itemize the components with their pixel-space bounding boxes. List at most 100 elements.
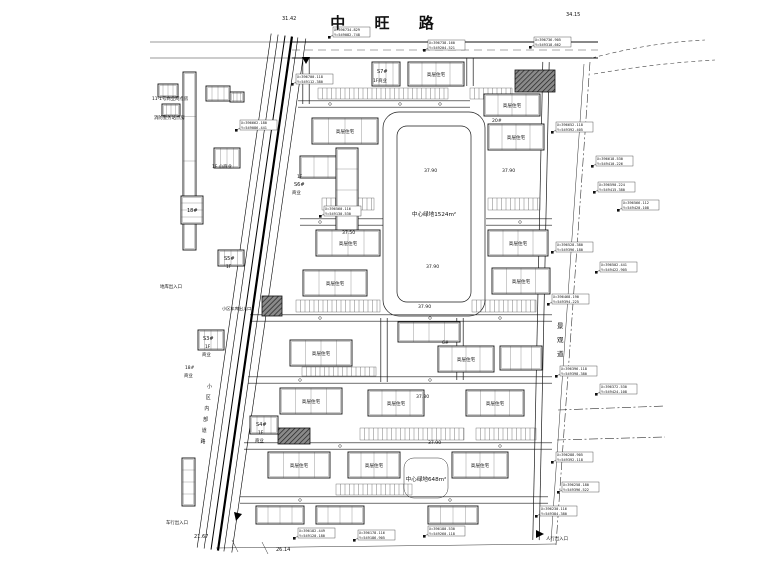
marker-y: Y=549204.521 <box>429 46 455 50</box>
entrance-marker <box>536 530 544 538</box>
annotation-label: 人行出入口 <box>546 535 568 542</box>
building-label: 高层住宅 <box>290 462 309 469</box>
marker-y: Y=549398.380 <box>561 372 587 376</box>
building <box>315 505 365 525</box>
parking-row <box>301 366 377 377</box>
utility-dot <box>298 378 302 382</box>
marker-y: Y=549260.118 <box>429 532 455 536</box>
coordinate-markers-layer: X=396734.829Y=549082.748X=396738.160Y=54… <box>235 26 660 542</box>
internal-road <box>298 100 470 108</box>
hatched-structure <box>277 427 311 445</box>
marker-x: X=396560.116 <box>325 207 351 211</box>
green-area-2-label: 中心绿地648m² <box>406 475 447 483</box>
marker-y: Y=549384.380 <box>541 512 567 516</box>
annotation-label: S7# <box>377 69 388 75</box>
green-area-1-label: 中心绿地1524m² <box>412 210 456 218</box>
marker-x: X=396738.160 <box>429 41 455 45</box>
parking-row <box>335 483 413 496</box>
road-name: 中 旺 路 <box>330 14 445 32</box>
adjacent-building <box>161 103 181 117</box>
hatched-structure <box>514 69 556 93</box>
building: 高层住宅 <box>487 123 545 151</box>
central-ring-road <box>382 111 486 499</box>
utility-dot <box>428 316 432 320</box>
annotation-label: 20# <box>492 118 502 124</box>
building-label: 高层住宅 <box>471 462 490 469</box>
building-label: 高层住宅 <box>302 398 321 405</box>
annotation-label: 商业 <box>202 351 211 358</box>
marker-x: X=396372.530 <box>601 385 627 389</box>
marker-x: X=396178.116 <box>359 531 385 535</box>
internal-road <box>240 496 548 504</box>
building-label: 高层住宅 <box>326 280 345 287</box>
adjacent-building <box>181 457 196 507</box>
parking-row <box>295 299 381 313</box>
building: 高层住宅 <box>267 451 331 479</box>
marker-y: Y=549415.380 <box>599 188 625 192</box>
building-label: 高层住宅 <box>507 134 526 141</box>
adjacent-building <box>180 195 204 225</box>
annotation-label: 商业 <box>255 437 264 444</box>
labels-layer: 31.4234.1521.6726.1411-1号商业网点房消防警务站点房1F … <box>152 12 580 553</box>
green-area-2-outline <box>403 457 449 499</box>
building-label: 高层住宅 <box>512 278 531 285</box>
utility-dot <box>448 498 452 502</box>
marker-x: X=396700.118 <box>297 75 323 79</box>
marker-y: Y=549120.180 <box>299 534 325 538</box>
main-road <box>150 41 598 59</box>
annotation-label: 地库出入口 <box>160 283 182 290</box>
building: 高层住宅 <box>451 451 509 479</box>
building: 高层住宅 <box>487 229 549 257</box>
annotation-label: 1F <box>226 264 232 270</box>
building: 高层住宅 <box>347 451 401 479</box>
annotation-label: 小区内部道路 <box>201 383 213 445</box>
building-label: 高层住宅 <box>427 71 446 78</box>
building-label: 高层住宅 <box>486 400 505 407</box>
marker-x: X=396396.118 <box>561 367 587 371</box>
annotation-label: 37.90 <box>428 440 441 446</box>
adjacent-building <box>217 249 245 267</box>
marker-x: X=396502.441 <box>601 263 627 267</box>
building: 高层住宅 <box>279 387 343 415</box>
marker-y: Y=549396.522 <box>563 488 589 492</box>
marker-x: X=396652.118 <box>557 123 583 127</box>
parking-layer <box>295 87 541 496</box>
building-label: 高层住宅 <box>339 240 358 247</box>
marker-x: X=396180.530 <box>429 527 455 531</box>
marker-x: X=396590.224 <box>599 183 625 187</box>
marker-y: Y=549396.180 <box>557 248 583 252</box>
annotation-label: 37.50 <box>342 230 355 236</box>
annotation-label: S3# <box>203 336 214 342</box>
parking-row <box>475 427 537 441</box>
building <box>499 345 543 371</box>
marker-y: Y=549420.108 <box>623 206 649 210</box>
annotation-label: 1F商业 <box>373 77 388 84</box>
adjacent-building <box>157 83 179 98</box>
marker-x: X=396736.905 <box>535 38 561 42</box>
annotation-label: 37.80 <box>416 394 429 400</box>
marker-y: Y=549394.225 <box>553 300 579 304</box>
utility-dot <box>328 102 332 106</box>
building: 高层住宅 <box>311 117 379 145</box>
internal-road <box>248 376 552 384</box>
marker-x: X=396662.180 <box>241 121 267 125</box>
annotation-label: 小区车库出入口 <box>222 305 251 312</box>
building-label: 高层住宅 <box>503 102 522 109</box>
